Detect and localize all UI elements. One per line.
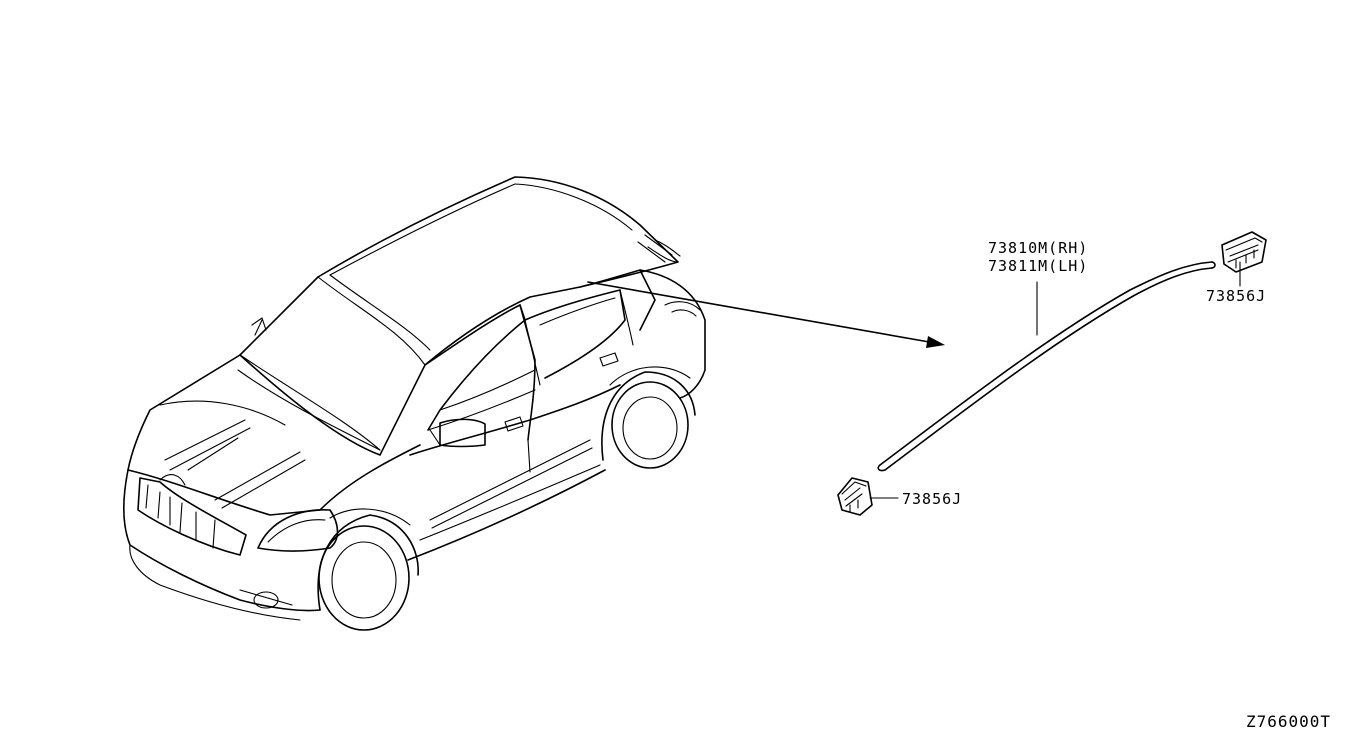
clip-upper — [1221, 231, 1267, 287]
label-molding-rh: 73810M(RH) — [988, 239, 1089, 257]
diagram-code: Z766000T — [1246, 712, 1332, 731]
clip-lower — [837, 477, 899, 516]
vehicle-illustration — [122, 176, 945, 631]
roof-molding — [877, 261, 1216, 472]
label-clip-upper: 73856J — [1206, 287, 1267, 305]
label-clip-lower: 73856J — [902, 490, 963, 508]
label-molding-lh: 73811M(LH) — [988, 257, 1089, 275]
